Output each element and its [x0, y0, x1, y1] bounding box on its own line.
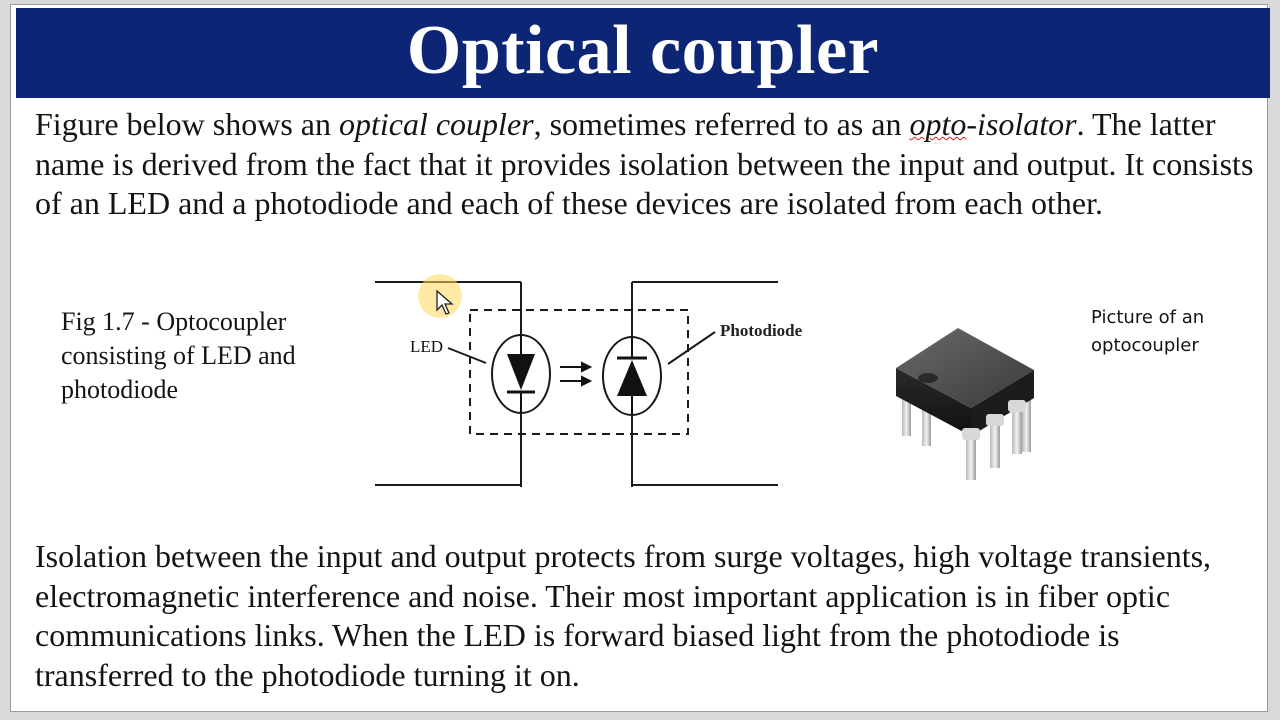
intro-text-1: Figure below shows an: [35, 106, 339, 142]
led-label: LED: [410, 337, 443, 356]
intro-paragraph: Figure below shows an optical coupler, s…: [35, 105, 1260, 224]
optocoupler-chip-image: [896, 328, 1034, 480]
closing-paragraph: Isolation between the input and output p…: [35, 538, 1212, 693]
led-symbol: [507, 335, 535, 413]
slide: Optical coupler Figure below shows an op…: [10, 4, 1270, 712]
intro-italic-opto: opto: [909, 106, 967, 142]
slide-title: Optical coupler: [406, 12, 880, 89]
photodiode-symbol: [617, 337, 647, 415]
intro-text-rest: The latter name is derived from the fact…: [35, 106, 1254, 221]
optocoupler-diagram: LED Photodiode: [375, 281, 803, 487]
intro-italic-isolator: -isolator: [966, 106, 1077, 142]
photodiode-label: Photodiode: [720, 321, 803, 340]
intro-italic-optical-coupler: optical coupler: [338, 106, 534, 142]
intro-text-2: , sometimes referred to as an: [533, 106, 910, 142]
intro-text-3: .: [1076, 106, 1085, 142]
led-leader-line: [447, 347, 487, 364]
light-arrows: [560, 361, 593, 387]
package-outline: [469, 309, 689, 435]
figure-caption: Fig 1.7 - Optocoupler consisting of LED …: [61, 307, 296, 404]
arrow-cursor-icon: [436, 290, 454, 315]
title-bar: Optical coupler: [16, 8, 1270, 98]
picture-caption: Picture of an optocoupler: [1091, 307, 1205, 356]
photodiode-leader-line: [667, 331, 716, 365]
